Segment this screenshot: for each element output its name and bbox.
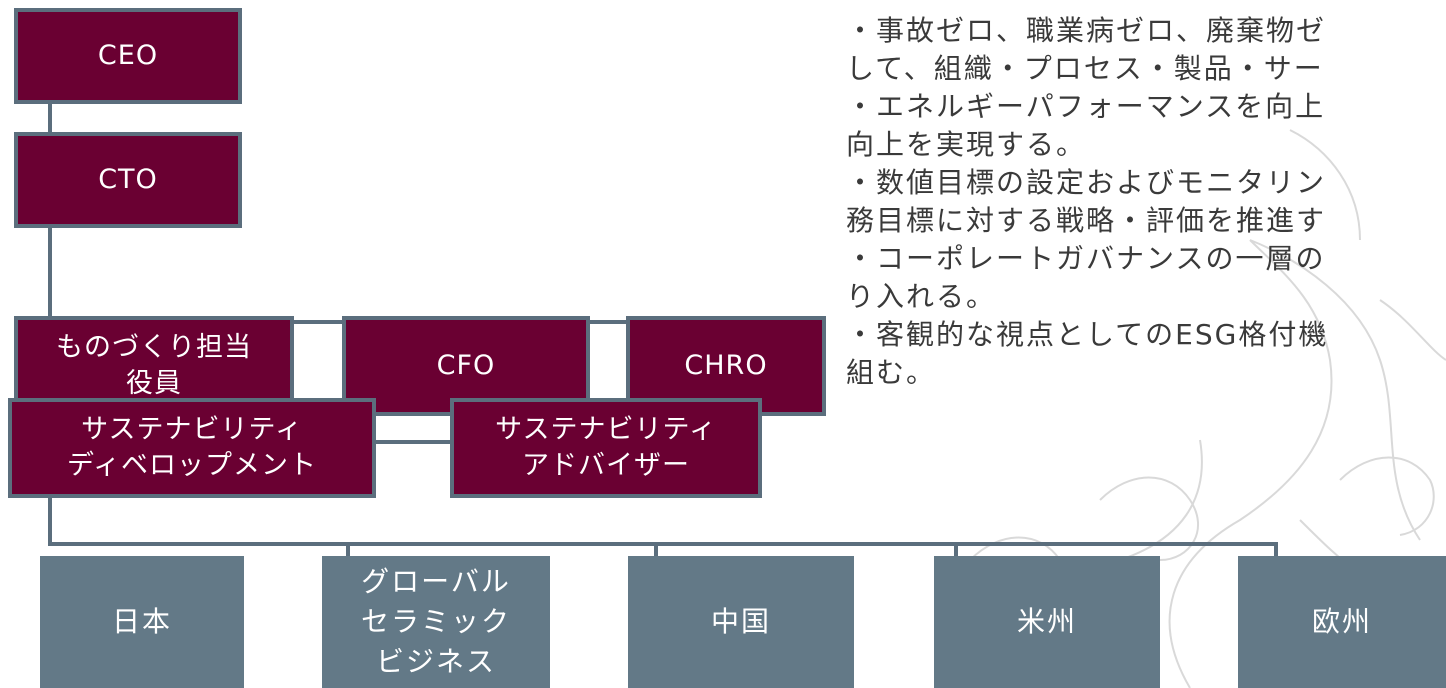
policy-line: ・コーポレートガバナンスの一層の [846,242,1326,275]
policy-line: して、組織・プロセス・製品・サー [846,52,1324,85]
region-box-europe: 欧州 [1238,556,1446,688]
policy-line: 務目標に対する戦略・評価を推進す [846,204,1327,237]
sustainability-advisor-box: サステナビリティ アドバイザー [450,398,762,498]
region-box-japan: 日本 [40,556,244,688]
connector-region-tick-1 [346,542,350,558]
connector-to-regions [48,494,52,546]
region-box-global-ceramic-business: グローバル セラミック ビジネス [322,556,550,688]
connector-cto-executives [48,228,52,322]
connector-region-tick-3 [954,542,958,558]
region-box-americas: 米州 [934,556,1160,688]
connector-ceo-cto [48,100,52,136]
connector-regions-horizontal [48,542,1278,546]
region-box-china: 中国 [628,556,854,688]
connector-region-tick-2 [654,542,658,558]
policy-line: 向上を実現する。 [846,128,1087,161]
cto-box: CTO [14,132,242,228]
policy-line: ・数値目標の設定およびモニタリン [846,166,1327,199]
policy-line: ・事故ゼロ、職業病ゼロ、廃棄物ゼ [846,14,1327,47]
policy-line: り入れる。 [846,280,997,313]
ceo-box: CEO [14,8,242,104]
sustainability-development-box: サステナビリティ ディベロップメント [8,398,376,498]
policy-line: ・エネルギーパフォーマンスを向上 [846,90,1326,123]
policy-text-block: ・事故ゼロ、職業病ゼロ、廃棄物ゼ して、組織・プロセス・製品・サー ・エネルギー… [846,12,1446,482]
connector-region-tick-4 [1274,542,1278,558]
policy-line: ・客観的な視点としてのESG格付機 [846,318,1329,351]
policy-line: 組む。 [846,356,937,389]
